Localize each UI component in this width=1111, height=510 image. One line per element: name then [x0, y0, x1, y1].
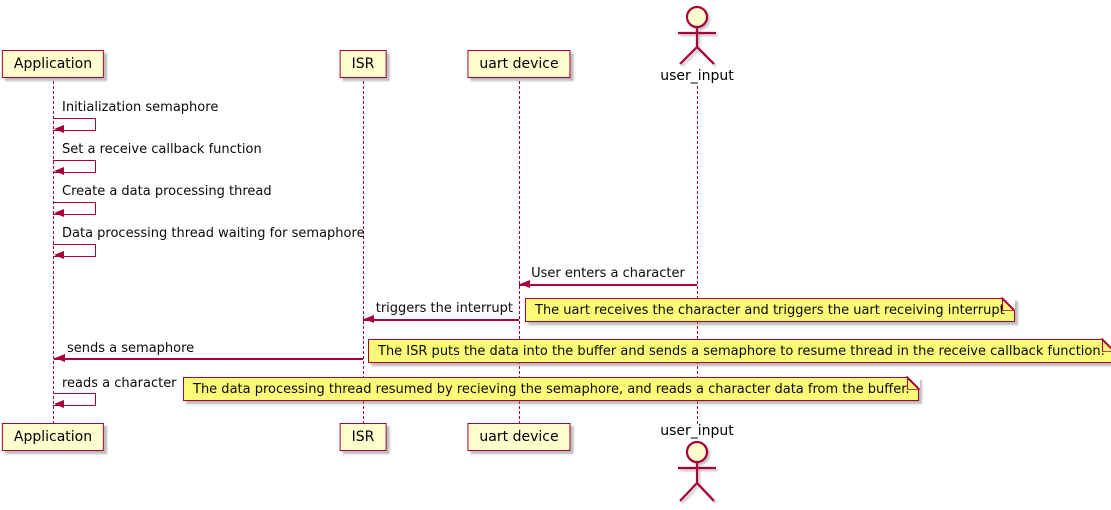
participant-uart-device-top: uart device	[467, 50, 571, 78]
message-init-semaphore-label: Initialization semaphore	[62, 100, 219, 115]
message-thread-waiting-label: Data processing thread waiting for semap…	[62, 226, 365, 241]
lifeline-user-input	[697, 86, 698, 424]
arrowhead-icon	[520, 280, 530, 288]
note-fold-icon	[1001, 297, 1016, 312]
lifeline-uart-device	[519, 81, 520, 424]
message-user-enters-label: User enters a character	[531, 266, 685, 281]
arrowhead-icon	[54, 400, 64, 408]
participant-isr-top: ISR	[339, 50, 387, 78]
message-sends-semaphore-line	[54, 358, 363, 360]
message-triggers-interrupt-line	[363, 319, 519, 321]
message-init-semaphore-arrow	[53, 118, 96, 131]
participant-application-bottom: Application	[1, 423, 105, 451]
note-thread-resumed: The data processing thread resumed by re…	[183, 376, 921, 401]
actor-user-input-top-label: user_input	[660, 68, 734, 84]
arrowhead-icon	[55, 354, 65, 362]
note-isr-buffer-text: The ISR puts the data into the buffer an…	[378, 343, 1105, 359]
participant-isr-bottom: ISR	[339, 423, 387, 451]
message-create-thread-label: Create a data processing thread	[62, 184, 272, 199]
lifeline-application	[53, 81, 54, 424]
actor-user-input-top-icon	[678, 5, 716, 65]
message-set-callback-arrow	[53, 160, 96, 173]
arrowhead-icon	[364, 315, 374, 323]
arrowhead-icon	[54, 125, 64, 133]
participant-uart-device-bottom: uart device	[467, 423, 571, 451]
message-reads-character-label: reads a character	[62, 376, 177, 391]
message-sends-semaphore-label: sends a semaphore	[67, 341, 195, 356]
note-thread-resumed-text: The data processing thread resumed by re…	[193, 381, 910, 397]
note-fold-icon	[906, 376, 920, 391]
note-uart-receives: The uart receives the character and trig…	[525, 297, 1016, 322]
message-create-thread-arrow	[53, 202, 96, 215]
arrowhead-icon	[54, 251, 64, 259]
participant-application-top: Application	[1, 50, 105, 78]
message-triggers-interrupt-label: triggers the interrupt	[375, 301, 513, 316]
message-reads-character-arrow	[53, 393, 96, 406]
note-fold-icon	[1101, 338, 1111, 353]
message-user-enters-line	[519, 284, 697, 286]
actor-user-input-bottom-label: user_input	[660, 423, 734, 439]
message-set-callback-label: Set a receive callback function	[62, 142, 262, 157]
actor-user-input-bottom-icon	[678, 440, 716, 502]
arrowhead-icon	[54, 209, 64, 217]
message-thread-waiting-arrow	[53, 244, 96, 257]
arrowhead-icon	[54, 167, 64, 175]
note-uart-receives-text: The uart receives the character and trig…	[535, 302, 1005, 318]
lifeline-isr	[363, 81, 364, 424]
note-isr-buffer: The ISR puts the data into the buffer an…	[368, 338, 1111, 363]
